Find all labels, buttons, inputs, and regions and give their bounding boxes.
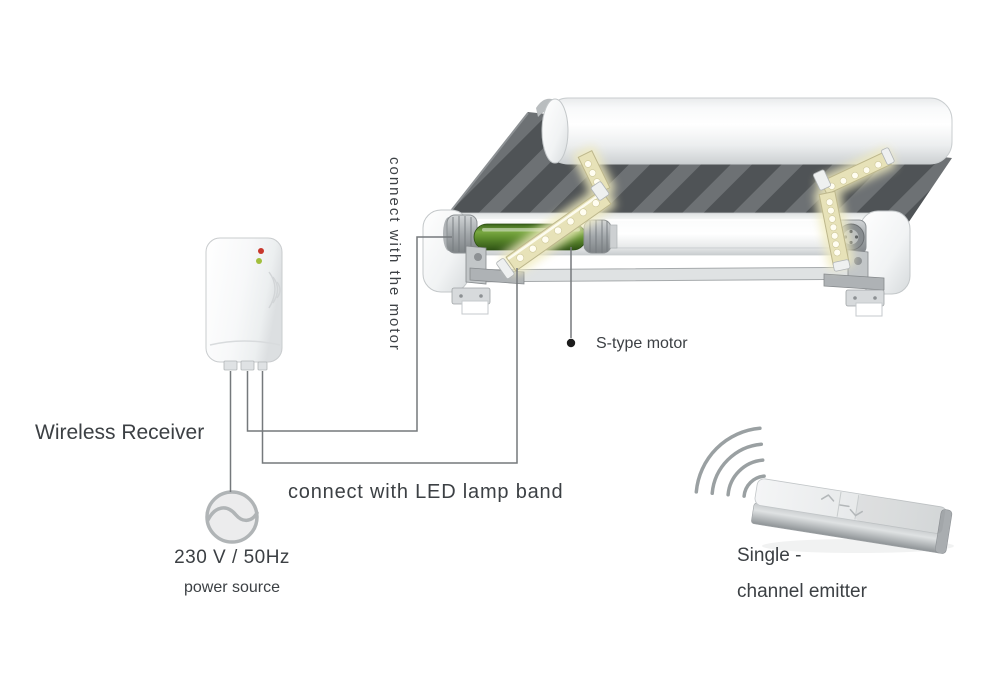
power-source-icon xyxy=(205,490,259,544)
connect-with-led-label: connect with LED lamp band xyxy=(288,481,564,503)
motor-head xyxy=(443,214,478,254)
led-arm-right-lower xyxy=(813,169,851,272)
awning-assembly xyxy=(422,97,953,317)
connection-lines xyxy=(229,236,572,492)
led-arm-left-lower xyxy=(496,189,612,279)
remote-end-cap xyxy=(935,509,953,554)
remote-separator-1 xyxy=(836,491,842,517)
wire-led-band xyxy=(261,268,518,464)
power-source-label: power source xyxy=(183,579,281,596)
down-chevron-icon[interactable] xyxy=(849,508,863,517)
remote-emitter-device xyxy=(694,426,954,554)
emitter-label-line2: channel emitter xyxy=(737,581,867,602)
power-led-red xyxy=(258,248,264,254)
led-dots-left-upper xyxy=(584,160,601,186)
mounting-bracket-right xyxy=(823,249,885,317)
stop-button-icon[interactable] xyxy=(839,504,850,508)
ac-sine-icon xyxy=(206,506,259,523)
up-chevron-icon[interactable] xyxy=(820,494,835,502)
pointer-dot xyxy=(566,338,576,348)
receiver-side-ripples xyxy=(268,271,281,309)
led-dots-right-lower xyxy=(825,198,841,257)
status-led-green xyxy=(256,258,262,264)
motor-crown xyxy=(583,219,618,254)
wireless-receiver-device xyxy=(205,237,283,371)
remote-top-right-panel xyxy=(855,494,946,534)
wireless-receiver-label: Wireless Receiver xyxy=(35,421,205,444)
wire-motor xyxy=(246,236,452,432)
receiver-connectors xyxy=(223,360,268,371)
emitter-label-line1: Single - xyxy=(737,545,802,566)
fabric-left-edge xyxy=(446,112,529,217)
s-type-motor-label: S-type motor xyxy=(596,335,688,352)
voltage-label: 230 V / 50Hz xyxy=(174,547,290,568)
led-arm-right-upper xyxy=(820,147,895,195)
roller-left-cap xyxy=(541,98,569,164)
wireless-signal-icon xyxy=(694,426,766,498)
led-arm-left-upper xyxy=(577,150,611,201)
receiver-seam xyxy=(209,340,281,346)
led-dots-left-lower xyxy=(516,199,600,262)
ac-circle xyxy=(205,490,259,544)
connect-with-motor-label: connect with the motor xyxy=(386,157,403,352)
